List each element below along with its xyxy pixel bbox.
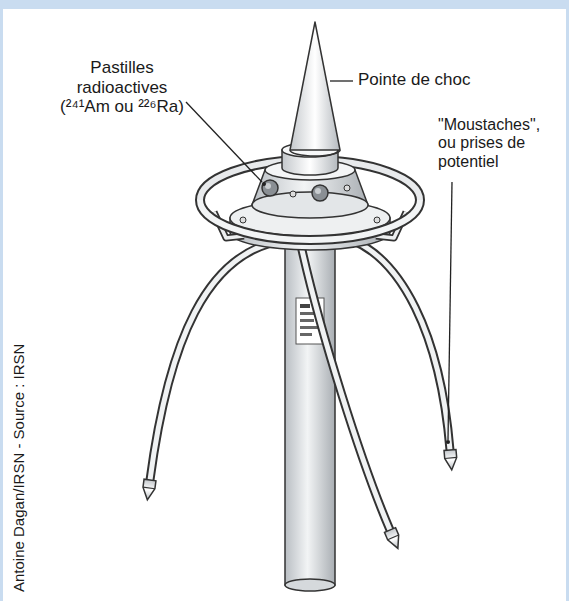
whisker-tip xyxy=(141,479,156,500)
radioactive-pellet xyxy=(240,180,380,223)
part-label: Pastilles radioactives (²⁴¹Am ou ²²⁶Ra) xyxy=(58,58,186,117)
whisker-tip xyxy=(384,528,403,551)
leader-line xyxy=(186,81,452,444)
frame-edge xyxy=(0,0,3,601)
impact-point xyxy=(290,22,340,156)
frame-band xyxy=(0,0,569,9)
guard-ring-front xyxy=(200,200,420,240)
part-label: "Moustaches", ou prises de potentiel xyxy=(438,116,562,171)
part-label: Pointe de choc xyxy=(358,70,508,90)
whisker-tip xyxy=(444,449,458,470)
credit-text: Antoine Dagan/IRSN - Source : IRSN xyxy=(10,344,27,592)
whiskers xyxy=(150,240,450,530)
frame-edge xyxy=(566,0,569,601)
head xyxy=(252,143,368,218)
